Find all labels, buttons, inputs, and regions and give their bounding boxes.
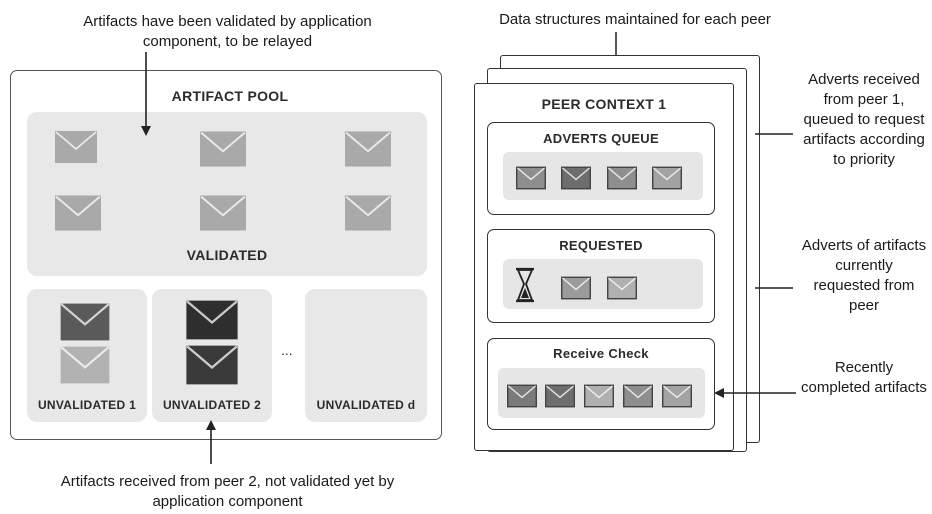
adverts-received-annotation: Adverts received from peer 1, queued to …	[803, 71, 925, 168]
peer-structures-annotation: Data structures maintained for each peer	[499, 11, 771, 28]
unvalidated-label-1: UNVALIDATED 1	[37, 398, 137, 412]
unvalidated-box-d	[305, 289, 427, 422]
envelope-icon	[200, 195, 246, 231]
envelope-icon	[662, 384, 692, 408]
envelope-icon	[561, 276, 591, 300]
envelope-icon	[345, 195, 391, 231]
requested-label: REQUESTED	[559, 238, 643, 253]
artifact-pool-title: ARTIFACT POOL	[171, 88, 289, 104]
unvalidated-arrow	[206, 420, 216, 464]
unvalidated-annotation: Artifacts received from peer 2, not vali…	[60, 473, 395, 510]
ellipsis: ...	[281, 342, 293, 358]
validated-label: VALIDATED	[186, 247, 268, 263]
envelope-icon	[58, 303, 112, 341]
peer-context-title: PEER CONTEXT 1	[541, 96, 667, 112]
requested-lane	[503, 259, 703, 309]
envelope-icon	[55, 131, 97, 163]
recently-completed-arrow	[714, 388, 796, 398]
envelope-icon	[185, 345, 239, 385]
envelope-icon	[516, 166, 546, 190]
envelope-icon	[561, 166, 591, 190]
envelope-icon	[652, 166, 682, 190]
unvalidated-label-d: UNVALIDATED d	[316, 398, 416, 412]
adverts-requested-annotation: Adverts of artifacts currently requested…	[801, 237, 927, 314]
unvalidated-label-2: UNVALIDATED 2	[162, 398, 262, 412]
artifact-pool-frame	[10, 70, 442, 440]
envelope-icon	[584, 384, 614, 408]
envelope-icon	[545, 384, 575, 408]
validated-annotation: Artifacts have been validated by applica…	[83, 13, 372, 50]
adverts-requested-bracket	[755, 287, 793, 289]
envelope-icon	[623, 384, 653, 408]
envelope-icon	[185, 300, 239, 340]
receive-check-label: Receive Check	[553, 346, 649, 361]
validated-arrow	[141, 52, 151, 136]
adverts-queue-label: ADVERTS QUEUE	[543, 131, 659, 146]
envelope-icon	[200, 131, 246, 167]
envelope-icon	[607, 166, 637, 190]
hourglass-icon	[514, 267, 536, 303]
envelope-icon	[55, 195, 101, 231]
adverts-received-bracket	[755, 133, 793, 135]
envelope-icon	[507, 384, 537, 408]
envelope-icon	[345, 131, 391, 167]
envelope-icon	[607, 276, 637, 300]
recently-completed-annotation: Recently completed artifacts	[801, 359, 927, 396]
envelope-icon	[58, 346, 112, 384]
stack-connector	[615, 32, 617, 56]
